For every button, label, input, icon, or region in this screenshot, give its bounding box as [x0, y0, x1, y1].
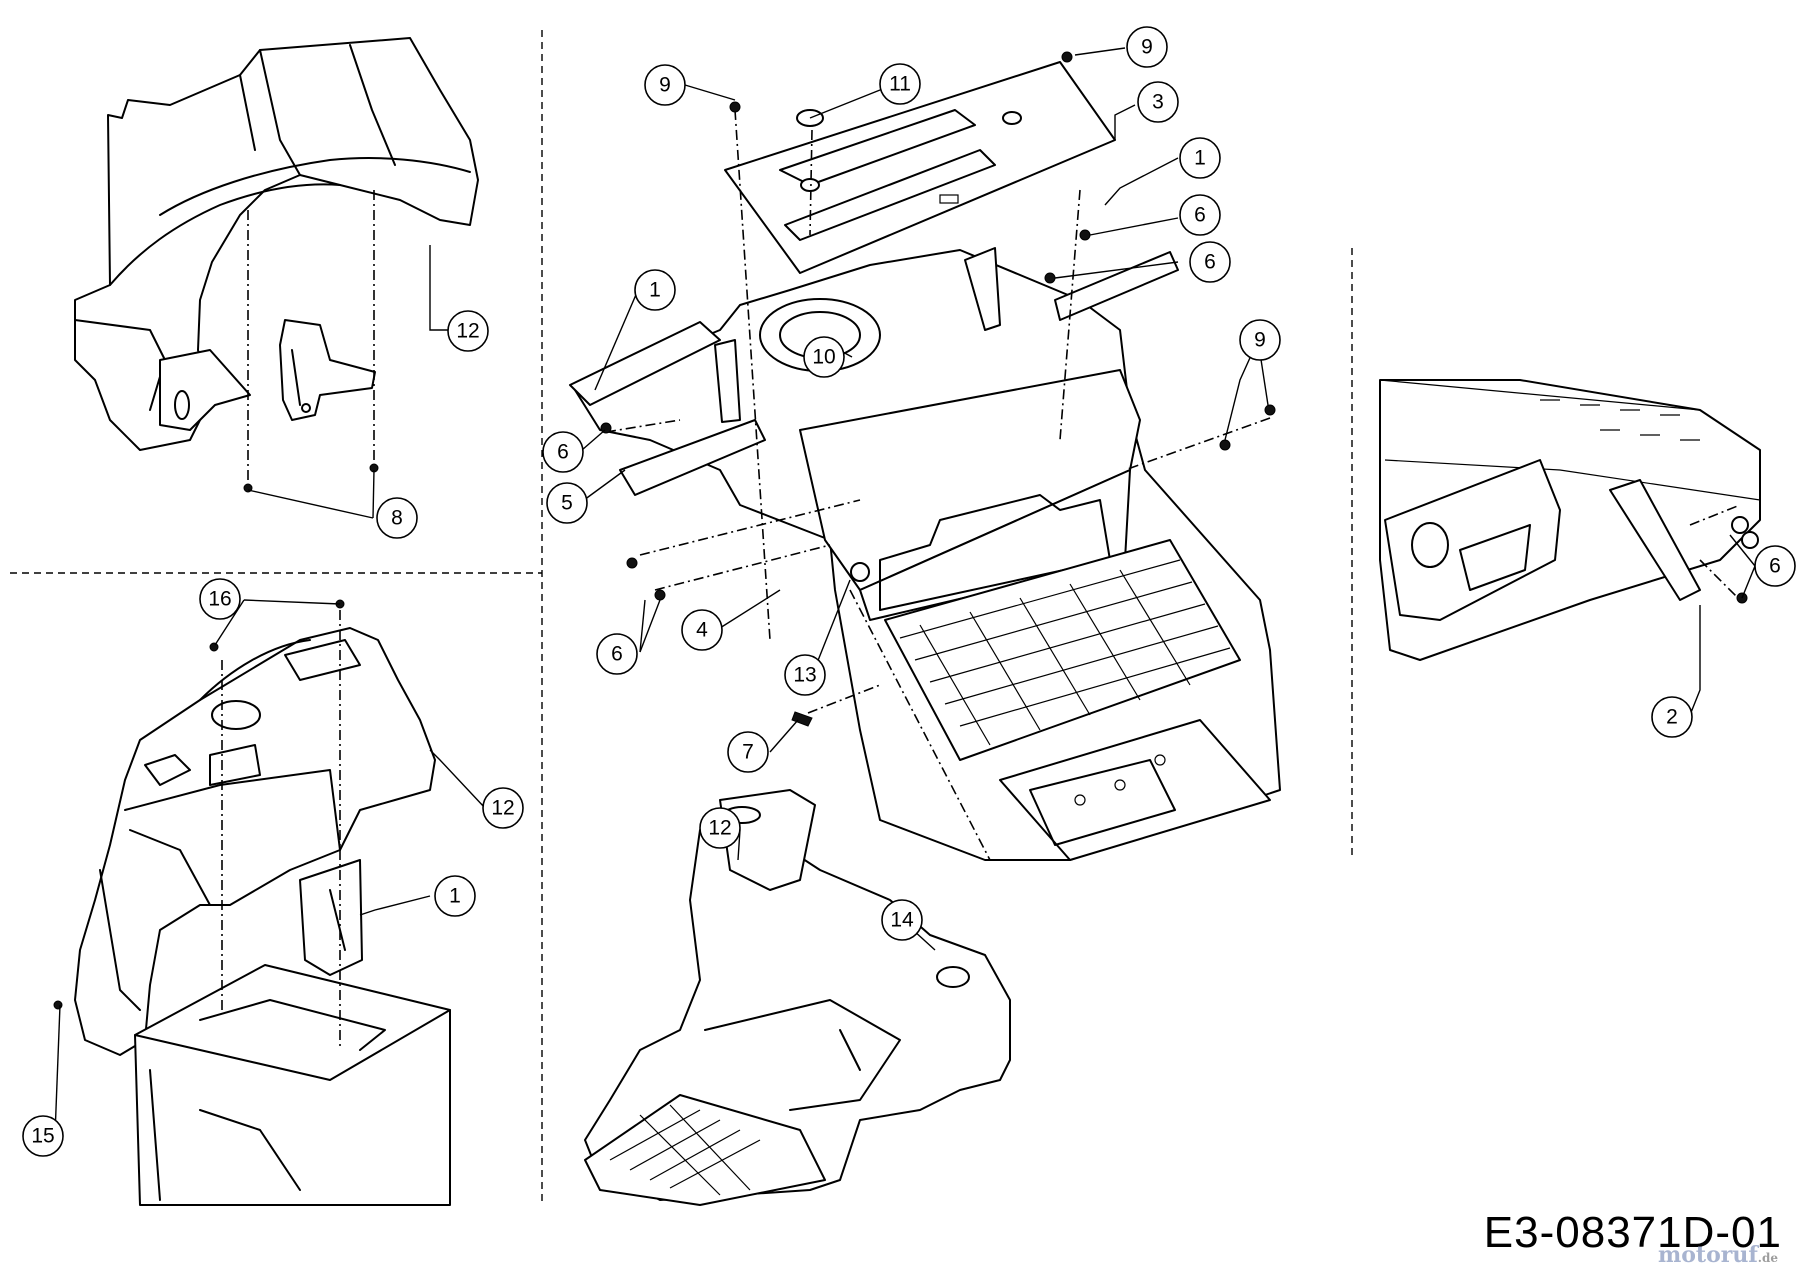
svg-text:1: 1 [1194, 147, 1206, 170]
callout-1: 1 [1179, 137, 1221, 179]
callout-7: 7 [727, 731, 769, 773]
svg-text:9: 9 [1141, 36, 1153, 59]
callout-1: 1 [434, 875, 476, 917]
svg-text:6: 6 [1194, 204, 1206, 227]
svg-text:12: 12 [708, 817, 731, 840]
svg-text:14: 14 [890, 909, 914, 932]
callout-2: 2 [1651, 696, 1693, 738]
watermark-logo: motoruf.de [1658, 1242, 1778, 1268]
watermark-suffix: .de [1757, 1251, 1778, 1265]
callout-12: 12 [699, 807, 741, 849]
svg-text:3: 3 [1152, 91, 1164, 114]
leader-lines [54, 47, 1756, 1136]
svg-text:12: 12 [456, 320, 479, 343]
callout-14: 14 [881, 899, 923, 941]
assembled-body-drawing [584, 789, 1011, 1206]
callout-16: 16 [199, 578, 241, 620]
callout-12: 12 [447, 310, 489, 352]
svg-text:7: 7 [742, 741, 754, 764]
svg-text:15: 15 [31, 1125, 54, 1148]
svg-text:9: 9 [659, 74, 671, 97]
drawing-code: E3-08371D-01 [1483, 1208, 1782, 1257]
svg-text:11: 11 [889, 73, 911, 96]
callout-9: 9 [1239, 319, 1281, 361]
callout-1: 1 [634, 269, 676, 311]
callout-8: 8 [376, 497, 418, 539]
svg-text:6: 6 [1769, 555, 1781, 578]
callout-6: 6 [596, 633, 638, 675]
callout-6: 6 [1189, 241, 1231, 283]
fender-detail-drawing [74, 37, 479, 493]
svg-text:13: 13 [793, 664, 816, 687]
callout-10: 10 [803, 336, 845, 378]
callout-15: 15 [22, 1115, 64, 1157]
callout-6: 6 [1754, 545, 1796, 587]
callout-13: 13 [784, 654, 826, 696]
svg-text:5: 5 [561, 492, 573, 515]
bracket-detail-drawing [1379, 379, 1761, 661]
svg-text:6: 6 [611, 643, 623, 666]
svg-text:12: 12 [491, 797, 514, 820]
svg-text:16: 16 [208, 588, 231, 611]
svg-text:10: 10 [812, 346, 835, 369]
watermark-text: motoruf [1657, 1242, 1758, 1268]
callout-5: 5 [546, 482, 588, 524]
svg-text:6: 6 [557, 441, 569, 464]
callout-11: 11 [879, 63, 921, 105]
svg-text:6: 6 [1204, 251, 1216, 274]
callout-9: 9 [644, 64, 686, 106]
callout-12: 12 [482, 787, 524, 829]
svg-text:2: 2 [1666, 706, 1678, 729]
chassis-frame-drawing [569, 51, 1281, 861]
panel-separators [10, 30, 1353, 1205]
callout-6: 6 [542, 431, 584, 473]
callout-9: 9 [1126, 26, 1168, 68]
svg-text:4: 4 [696, 619, 708, 642]
svg-text:8: 8 [391, 507, 403, 530]
callout-6: 6 [1179, 194, 1221, 236]
callout-bubbles: 9 11 9 3 1 6 6 1 10 9 6 5 4 6 13 7 12 8 … [22, 26, 1796, 1157]
callout-3: 3 [1137, 81, 1179, 123]
console-detail-drawing [53, 599, 451, 1206]
svg-text:9: 9 [1254, 329, 1266, 352]
svg-text:1: 1 [449, 885, 461, 908]
svg-text:1: 1 [649, 279, 661, 302]
callout-4: 4 [681, 609, 723, 651]
